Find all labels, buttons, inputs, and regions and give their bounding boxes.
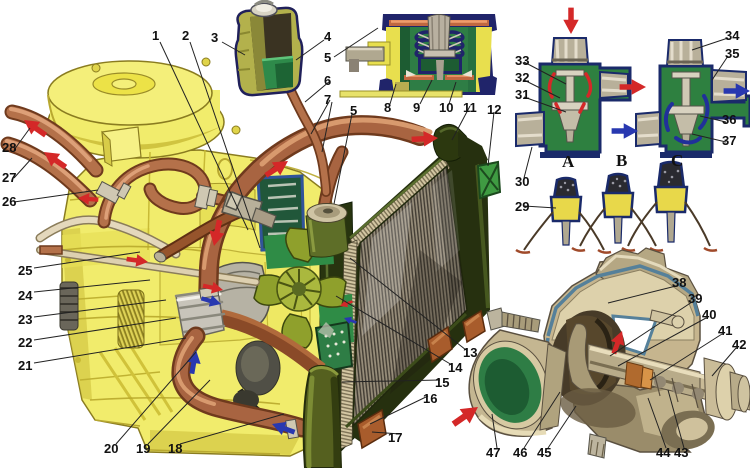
svg-text:45: 45 xyxy=(537,445,551,460)
svg-text:A: A xyxy=(562,152,575,171)
svg-text:B: B xyxy=(616,151,627,170)
svg-text:3: 3 xyxy=(211,30,218,45)
svg-text:12: 12 xyxy=(487,102,501,117)
svg-text:15: 15 xyxy=(435,375,449,390)
svg-text:26: 26 xyxy=(2,194,16,209)
svg-text:6: 6 xyxy=(324,73,331,88)
svg-text:22: 22 xyxy=(18,335,32,350)
svg-text:34: 34 xyxy=(725,28,740,43)
svg-text:13: 13 xyxy=(463,345,477,360)
svg-text:10: 10 xyxy=(439,100,453,115)
svg-text:42: 42 xyxy=(732,337,746,352)
svg-text:36: 36 xyxy=(722,112,736,127)
svg-text:47: 47 xyxy=(486,445,500,460)
svg-text:14: 14 xyxy=(448,360,463,375)
svg-text:39: 39 xyxy=(688,291,702,306)
svg-text:17: 17 xyxy=(388,430,402,445)
svg-text:24: 24 xyxy=(18,288,33,303)
svg-text:43: 43 xyxy=(674,445,688,460)
svg-text:31: 31 xyxy=(515,87,529,102)
svg-text:25: 25 xyxy=(18,263,32,278)
svg-text:40: 40 xyxy=(702,307,716,322)
svg-text:33: 33 xyxy=(515,53,529,68)
svg-text:5: 5 xyxy=(324,50,331,65)
svg-text:38: 38 xyxy=(672,275,686,290)
svg-text:2: 2 xyxy=(182,28,189,43)
svg-text:37: 37 xyxy=(722,133,736,148)
svg-text:46: 46 xyxy=(513,445,527,460)
svg-text:27: 27 xyxy=(2,170,16,185)
svg-text:21: 21 xyxy=(18,358,32,373)
svg-text:23: 23 xyxy=(18,312,32,327)
svg-text:29: 29 xyxy=(515,199,529,214)
svg-text:4: 4 xyxy=(324,29,332,44)
svg-text:18: 18 xyxy=(168,441,182,456)
svg-text:C: C xyxy=(671,151,683,170)
svg-text:28: 28 xyxy=(2,140,16,155)
svg-text:44: 44 xyxy=(656,445,671,460)
svg-text:1: 1 xyxy=(152,28,159,43)
svg-text:8: 8 xyxy=(384,100,391,115)
svg-text:5: 5 xyxy=(350,103,357,118)
svg-text:9: 9 xyxy=(413,100,420,115)
svg-text:7: 7 xyxy=(324,92,331,107)
svg-text:30: 30 xyxy=(515,174,529,189)
svg-text:41: 41 xyxy=(718,323,732,338)
svg-text:16: 16 xyxy=(423,391,437,406)
svg-text:11: 11 xyxy=(463,100,477,115)
svg-text:35: 35 xyxy=(725,46,739,61)
svg-text:20: 20 xyxy=(104,441,118,456)
svg-text:19: 19 xyxy=(136,441,150,456)
svg-text:32: 32 xyxy=(515,70,529,85)
